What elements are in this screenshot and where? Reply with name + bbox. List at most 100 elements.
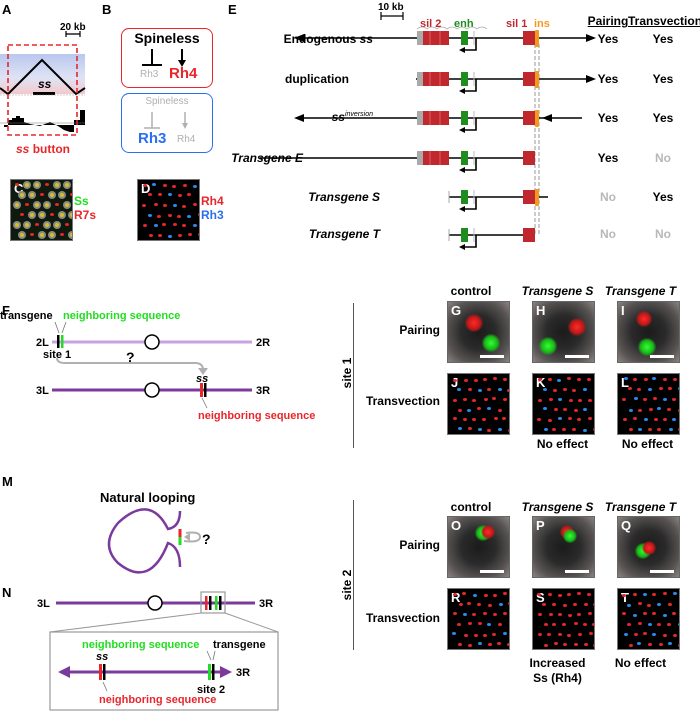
legend-rh4: Rh4	[201, 194, 224, 208]
sil1-block	[523, 72, 535, 86]
label-sil1: sil 1	[506, 18, 527, 30]
ommatidium-dot	[483, 633, 488, 637]
ommatidium-dot	[467, 602, 472, 606]
result-transvection-2: Yes	[652, 111, 674, 125]
row-pairing-site1: Pairing	[399, 323, 440, 337]
ommatidium-dot	[492, 397, 497, 401]
ommatidium-dot	[508, 623, 509, 627]
result-transvection-4: Yes	[652, 190, 674, 204]
panel-letter: T	[621, 590, 629, 605]
ommatidium-dot	[187, 233, 192, 237]
sil2-block	[423, 151, 449, 165]
scale-bar	[480, 570, 504, 573]
r7-dot	[45, 203, 49, 207]
rh3-label-off: Rh3	[140, 69, 159, 80]
ommatidium-dot	[623, 632, 628, 636]
ommatidium-dot	[457, 622, 461, 626]
effect-l-site1: No effect	[621, 437, 674, 451]
ommatidium-dot	[148, 213, 153, 217]
ommatidium-dot	[562, 428, 567, 432]
ommatidium-dot	[652, 612, 657, 616]
regulatory-box-rh4: Spineless Rh3 Rh4	[121, 28, 213, 88]
ommatidium-dot	[628, 408, 633, 412]
ommatidium-dot	[157, 233, 162, 237]
ommatidium-dot	[192, 203, 197, 207]
panel-m-loop: ?	[107, 508, 211, 574]
ommatidium-dot	[647, 622, 652, 626]
header-transvection: Transvection	[628, 14, 700, 28]
rh4-label-on: Rh4	[169, 65, 198, 82]
promoter-arrow-icon	[463, 118, 477, 131]
legend-d: Rh4 Rh3	[201, 194, 224, 222]
row-label-transgene-s: Transgene S	[308, 190, 380, 204]
legend-ss: Ss	[74, 194, 89, 208]
ommatidium-dot	[148, 193, 153, 197]
ommatidium-dot	[498, 603, 503, 607]
ommatidium-dot	[672, 418, 677, 422]
ommatidium-dot	[673, 633, 678, 637]
ommatidium-dot	[643, 632, 648, 636]
label-transgene: transgene	[0, 310, 53, 322]
ommatidium-dot	[623, 377, 628, 381]
r7-dot	[40, 233, 44, 237]
regulation-arrows-off	[144, 112, 188, 129]
ommatidium-dot	[483, 397, 488, 401]
ommatidium-dot	[568, 417, 573, 421]
ommatidium-dot	[628, 428, 633, 432]
panel-label-d: D	[141, 181, 151, 196]
ommatidium-dot	[652, 377, 657, 381]
ommatidium-dot	[472, 417, 477, 421]
ommatidium-dot	[463, 378, 468, 382]
sil2-gray-block	[417, 111, 423, 125]
ommatidium-dot	[592, 643, 594, 647]
ommatidium-dot	[152, 183, 157, 187]
ommatidium-dot	[648, 642, 653, 646]
ommatidium-dot	[183, 183, 188, 187]
ommatidium-dot	[148, 233, 153, 237]
arm-3r: 3R	[256, 385, 270, 397]
pairing-image-control-site1: G	[447, 301, 510, 363]
promoter-arrow-icon	[463, 38, 477, 51]
ommatidium-dot	[182, 204, 187, 208]
insulation-track	[0, 110, 85, 132]
ommatidium-dot	[458, 642, 463, 646]
ommatidium-dot	[573, 408, 578, 412]
ommatidium-dot	[543, 428, 548, 432]
col-head-transgene-s-1: Transgene S	[521, 284, 594, 298]
question-mark-m: ?	[202, 531, 211, 547]
ommatidium-dot	[172, 184, 177, 188]
r7-dot	[35, 183, 39, 187]
transvection-image-transgene-t-site2: T	[617, 588, 680, 650]
red-foci	[636, 311, 652, 327]
ommatidium-dot	[553, 642, 558, 646]
ss-mark-black	[204, 383, 207, 397]
gene-bar	[33, 92, 55, 95]
label-enh: enh	[454, 18, 474, 30]
row-pairing-site2: Pairing	[399, 538, 440, 552]
transvection-image-transgene-s-site2: S	[532, 588, 595, 650]
ommatidium-dot	[573, 643, 578, 647]
ommatidium-dot	[197, 213, 199, 217]
row-label-text: Endogenous	[283, 32, 360, 46]
ommatidium-dot	[622, 593, 627, 597]
ommatidium-dot	[552, 602, 557, 606]
ommatidium-dot	[458, 602, 463, 606]
r7-dot	[20, 233, 24, 237]
ommatidium-dot	[542, 387, 547, 391]
ommatidium-dot	[538, 632, 543, 636]
ommatidium-dot	[667, 642, 672, 646]
ommatidium-dot	[178, 193, 183, 197]
ommatidium-dot	[472, 398, 477, 402]
ommatidium-dot	[543, 623, 548, 627]
ommatidium-dot	[577, 633, 582, 637]
label-site1: site 1	[43, 349, 71, 361]
transvection-image-control-site2: R	[447, 588, 510, 650]
r7-dot	[70, 233, 72, 237]
ommatidium-dot	[452, 632, 457, 635]
ommatidium-dot	[557, 633, 562, 637]
regulatory-box-rh3: Spineless Rh3 Rh4	[121, 93, 213, 153]
transvection-image-transgene-s-site1: K	[532, 373, 595, 435]
ommatidium-dot	[487, 428, 492, 432]
result-pairing-1: Yes	[597, 72, 619, 86]
ommatidium-dot	[678, 602, 679, 606]
